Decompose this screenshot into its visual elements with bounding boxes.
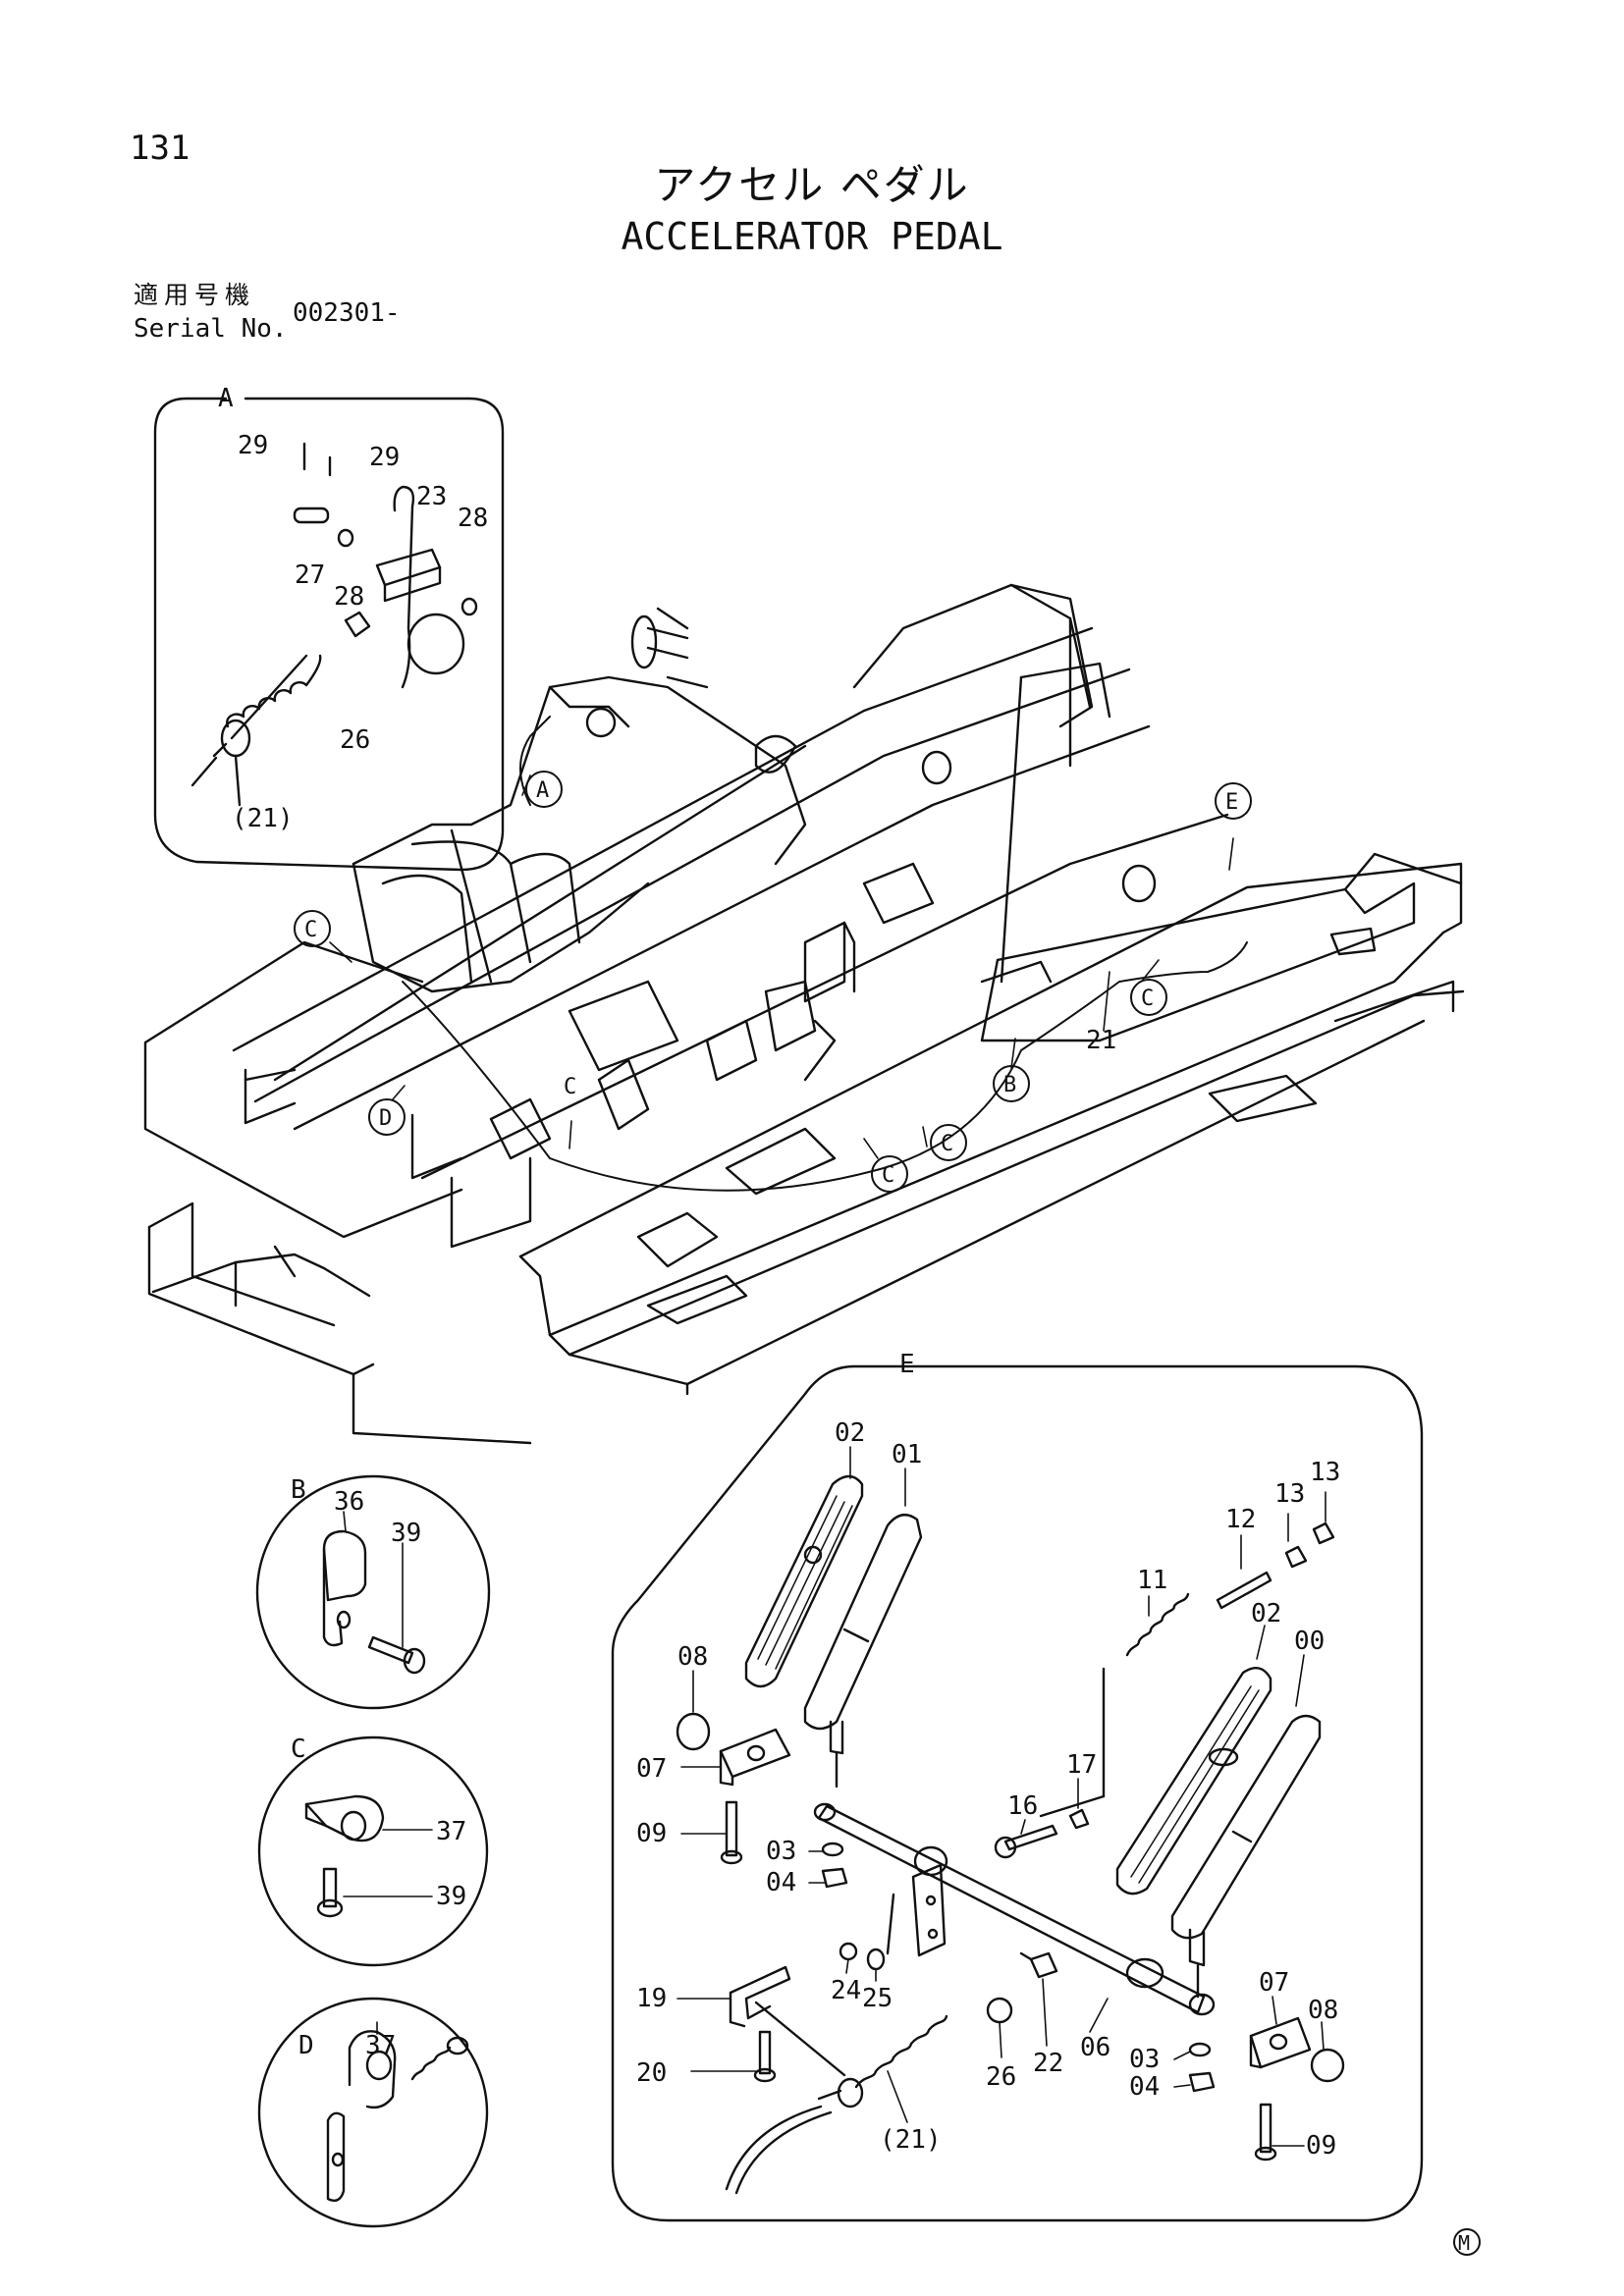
main-leaders	[329, 774, 1234, 1159]
callout-d: C	[564, 1075, 576, 1099]
part-label-22: 22	[1033, 2049, 1063, 2078]
part-label-39c: 39	[436, 1882, 466, 1911]
detail-b-frame	[255, 1474, 491, 1710]
part-label-28b: 28	[334, 582, 364, 612]
part-label-19: 19	[636, 1984, 667, 2013]
part-label-13a: 13	[1274, 1479, 1305, 1509]
detail-d-frame	[257, 1997, 489, 2228]
part-label-37d: 37	[365, 2031, 396, 2060]
labels: A 29 29 23 28 27 28 26 (21) A C C D C C …	[218, 384, 1340, 2161]
corner-mark-circle	[1453, 2228, 1481, 2256]
serial-number-value: 002301-	[293, 298, 401, 328]
part-label-04b: 04	[1129, 2072, 1160, 2102]
detail-c-frame	[257, 1735, 489, 1967]
part-label-27: 27	[295, 561, 325, 590]
part-label-21a: (21)	[232, 804, 294, 833]
part-label-16: 16	[1007, 1791, 1038, 1821]
part-label-13b: 13	[1310, 1458, 1340, 1487]
detail-b-parts	[322, 1529, 426, 1675]
callout-c-3: C	[882, 1163, 894, 1188]
detail-e-frame	[611, 1364, 1424, 2222]
serial-label-english: Serial No.	[134, 314, 288, 344]
title-english: ACCELERATOR PEDAL	[621, 215, 1003, 258]
part-label-25: 25	[862, 1984, 893, 2013]
accelerator-cable	[402, 716, 1248, 1192]
part-label-39b: 39	[391, 1519, 421, 1548]
corner-mark: M	[1458, 2231, 1470, 2255]
detail-b-letter: B	[291, 1475, 306, 1505]
detail-a-parts	[190, 442, 478, 807]
part-label-04a: 04	[766, 1868, 796, 1897]
callout-c-5: C	[1141, 987, 1154, 1011]
part-label-12: 12	[1225, 1505, 1256, 1534]
detail-d-letter: D	[298, 2031, 314, 2060]
title-japanese: アクセル ペダル	[654, 161, 970, 209]
callout-c-2: D	[379, 1106, 392, 1131]
part-label-29b: 29	[369, 443, 400, 472]
detail-a-letter: A	[218, 384, 234, 413]
part-label-07a: 07	[636, 1754, 667, 1784]
detail-d-parts	[326, 2030, 469, 2202]
detail-c-letter: C	[291, 1735, 306, 1764]
part-label-00: 00	[1294, 1627, 1325, 1656]
part-label-03b: 03	[1129, 2045, 1160, 2074]
serial-label-japanese: 適用号機	[134, 281, 256, 309]
detail-e-leaders	[677, 1446, 1326, 2147]
part-label-06: 06	[1080, 2033, 1110, 2062]
part-label-07b: 07	[1259, 1968, 1289, 1998]
part-label-37c: 37	[436, 1817, 466, 1846]
callout-c-1: C	[304, 918, 317, 942]
part-label-26e: 26	[986, 2062, 1016, 2092]
callout-c-4: C	[941, 1132, 953, 1156]
part-label-02a: 02	[835, 1418, 865, 1448]
main-frame	[143, 583, 1465, 1445]
detail-e-letter: E	[899, 1350, 915, 1379]
page-number: 131	[130, 129, 190, 168]
part-label-08b: 08	[1308, 1996, 1338, 2025]
part-label-03a: 03	[766, 1837, 796, 1866]
part-label-20: 20	[636, 2058, 667, 2088]
part-label-21e: (21)	[880, 2125, 942, 2155]
part-label-09a: 09	[636, 1819, 667, 1848]
part-label-08a: 08	[677, 1642, 708, 1672]
part-label-36: 36	[334, 1487, 364, 1517]
part-label-28a: 28	[458, 504, 488, 533]
detail-e-parts	[676, 1474, 1345, 2195]
part-label-17: 17	[1066, 1750, 1097, 1780]
detail-a-frame	[153, 397, 505, 872]
callout-b: B	[1003, 1073, 1016, 1097]
callout-e: E	[1225, 790, 1238, 815]
part-label-29a: 29	[238, 431, 268, 460]
callout-circles	[294, 771, 1252, 1193]
part-label-24: 24	[831, 1976, 861, 2005]
part-label-26a: 26	[340, 725, 370, 755]
part-label-11: 11	[1137, 1566, 1167, 1595]
part-label-01: 01	[892, 1440, 922, 1469]
part-label-02b: 02	[1251, 1599, 1281, 1629]
callout-a: A	[536, 778, 549, 803]
part-label-23: 23	[416, 482, 447, 511]
part-label-21-main: 21	[1086, 1026, 1116, 1055]
detail-c-parts	[304, 1794, 385, 1918]
part-label-09b: 09	[1306, 2131, 1336, 2161]
